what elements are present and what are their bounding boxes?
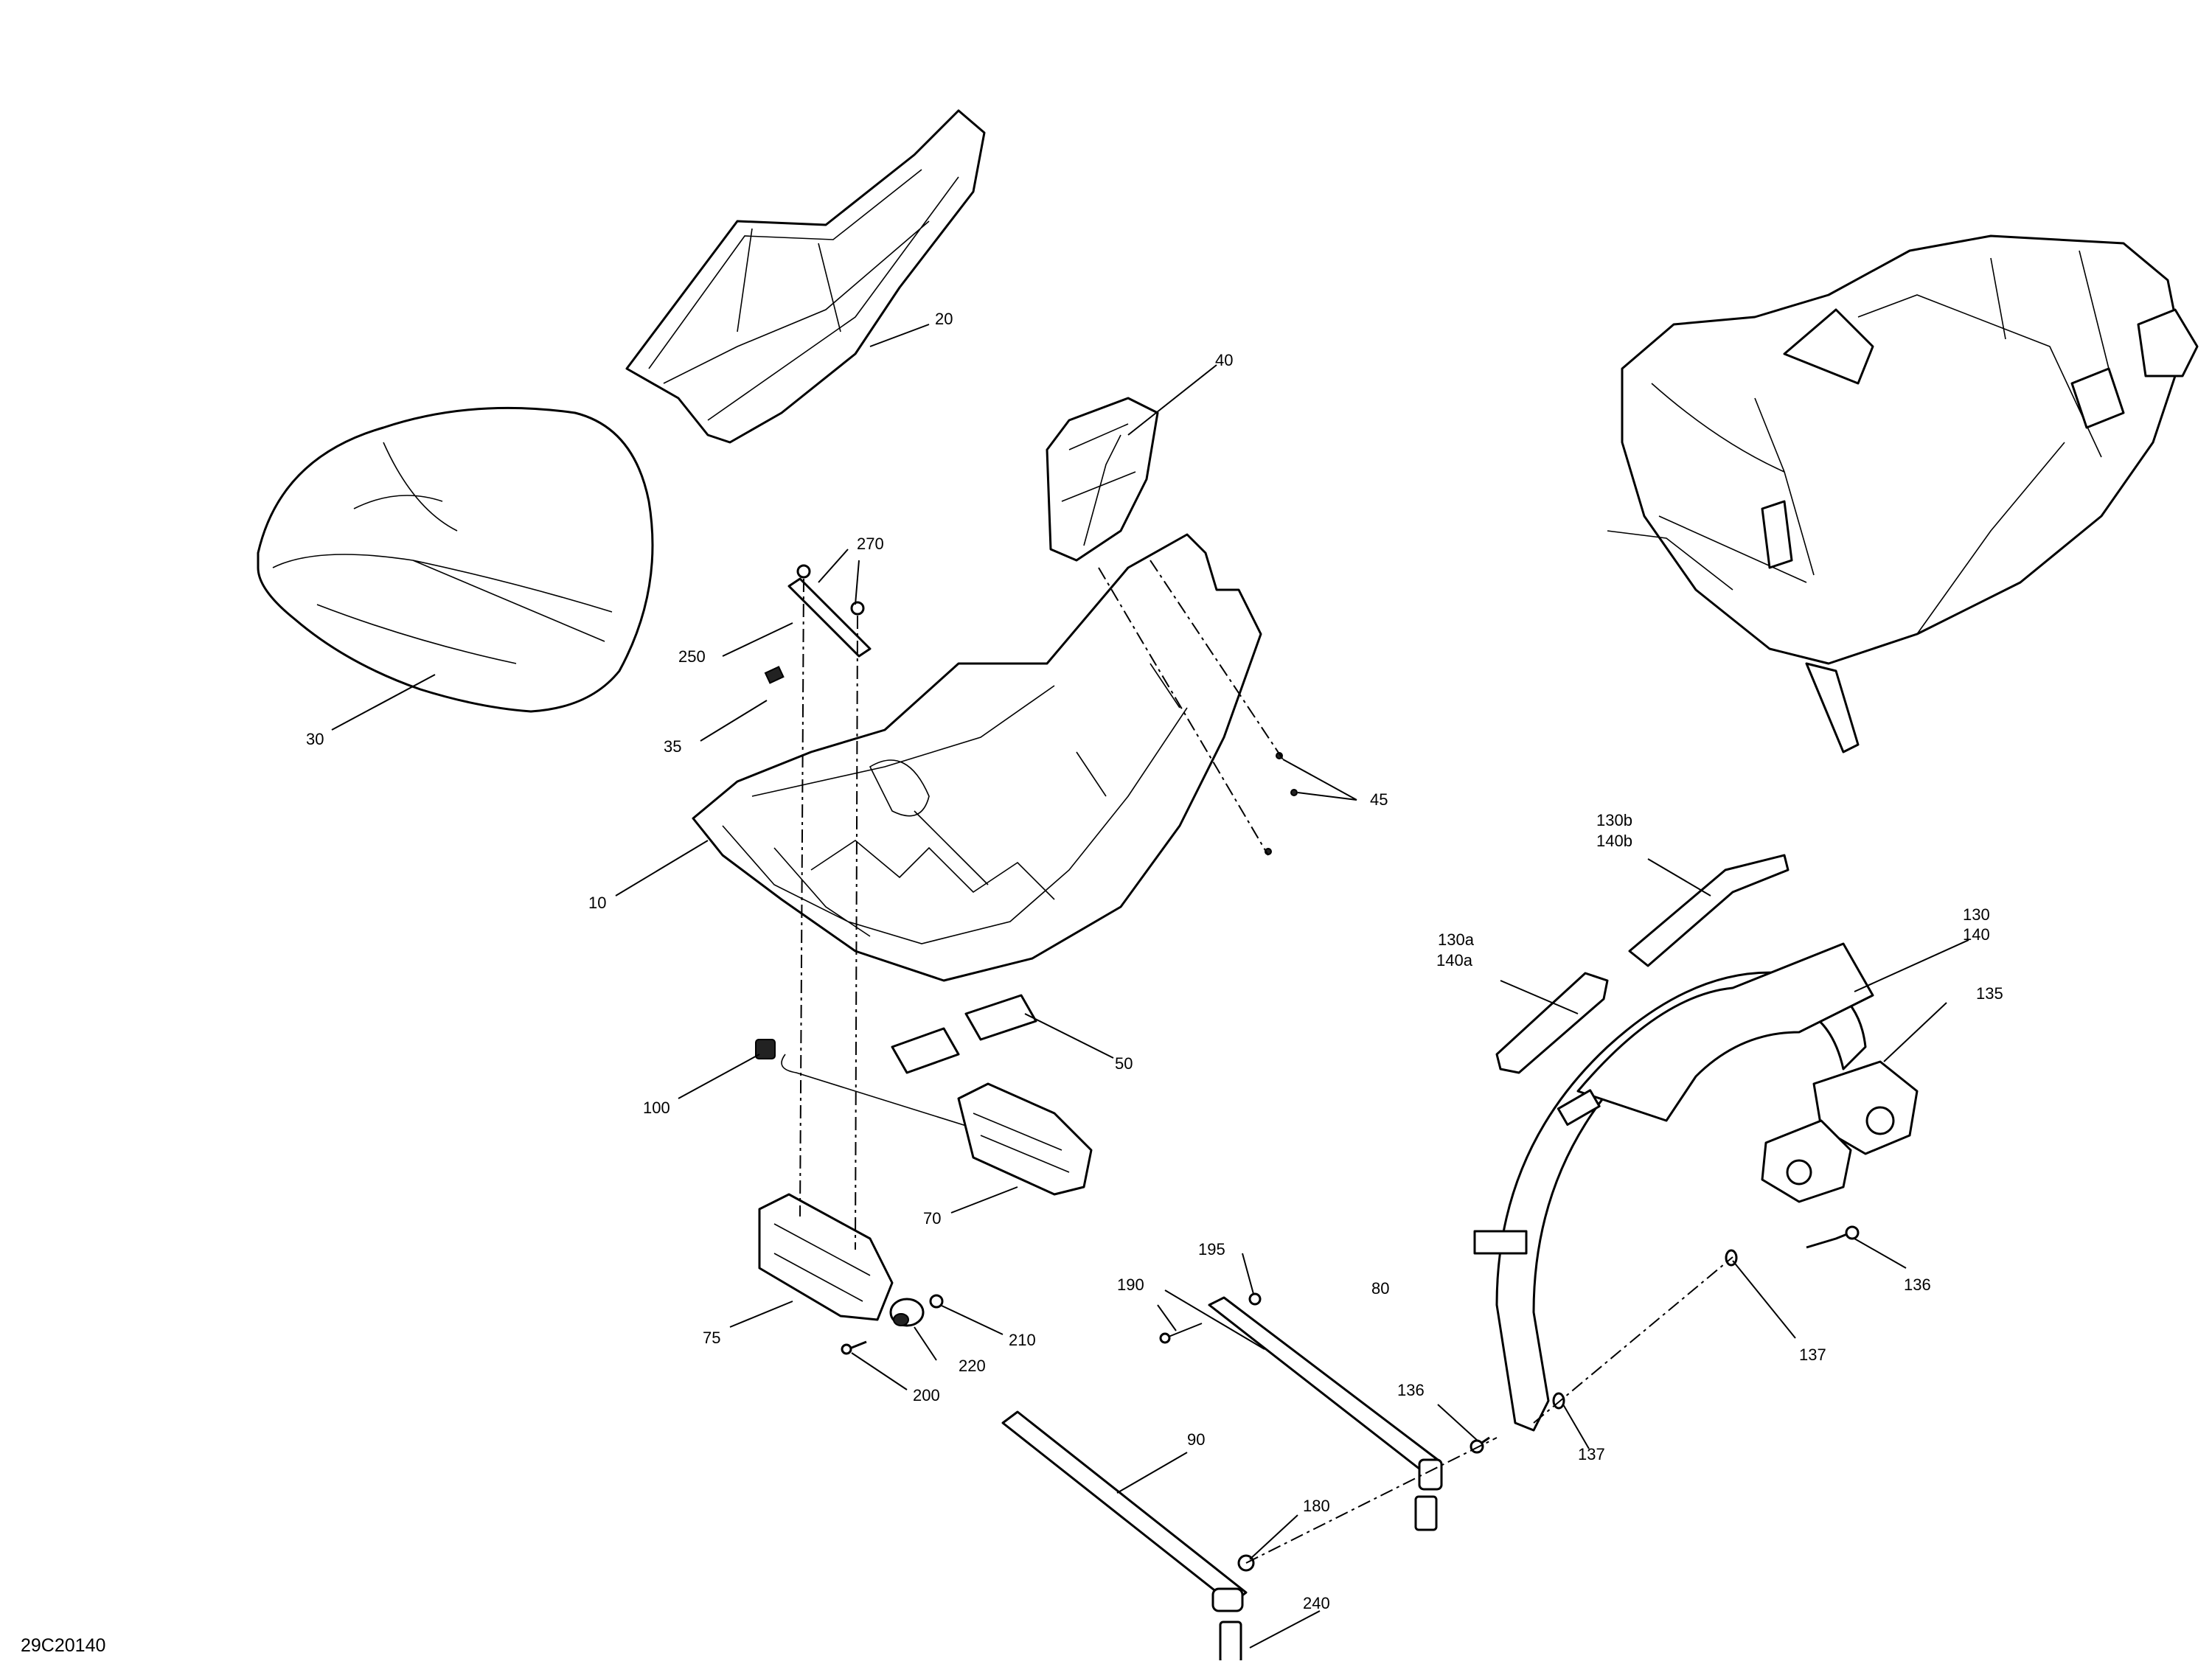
part-10-seat-frame [692, 533, 1262, 982]
part-30-seat-cushion [257, 406, 654, 713]
part-200-bolt [841, 1340, 867, 1355]
drawing-number: 29C20140 [21, 1635, 105, 1656]
callout-140a: 140a [1436, 951, 1473, 969]
leader-lines [331, 324, 1969, 1649]
callout-137-top: 137 [1799, 1346, 1826, 1364]
callout-140b: 140b [1596, 832, 1632, 850]
callout-35: 35 [664, 737, 681, 756]
callout-200: 200 [913, 1386, 940, 1404]
callout-240: 240 [1303, 1594, 1330, 1612]
callout-195: 195 [1198, 1240, 1225, 1259]
callout-30: 30 [306, 730, 324, 748]
part-130-140-seat-belt [1473, 942, 1874, 1432]
assembly-lines [799, 560, 1733, 1564]
assembled-seat-view [1607, 234, 2199, 753]
callout-136-mid: 136 [1397, 1381, 1425, 1399]
part-40-headrest [1046, 397, 1159, 562]
part-270-nuts [796, 564, 865, 616]
callout-180: 180 [1303, 1497, 1330, 1515]
callout-135: 135 [1976, 984, 2003, 1003]
part-50-labels [891, 994, 1037, 1074]
callout-140: 140 [1963, 925, 1990, 944]
part-90-crossbar [1001, 1410, 1248, 1664]
part-130b-140b-belt-cover [1628, 854, 1790, 967]
callout-220: 220 [959, 1357, 986, 1375]
part-195-nut [1248, 1292, 1262, 1306]
part-35-clip [764, 666, 785, 684]
part-75-slider-rail [758, 1193, 894, 1321]
callout-70: 70 [923, 1209, 941, 1228]
callout-130b: 130b [1596, 811, 1632, 829]
part-130a-140a-belt-cover [1495, 972, 1609, 1074]
callout-250: 250 [678, 647, 706, 666]
callout-80: 80 [1371, 1279, 1389, 1298]
callout-45: 45 [1370, 790, 1388, 809]
callout-136-top: 136 [1904, 1275, 1931, 1294]
callout-75: 75 [703, 1329, 720, 1347]
callout-130: 130 [1963, 905, 1990, 924]
callout-210: 210 [1009, 1331, 1036, 1349]
callout-190: 190 [1117, 1275, 1144, 1294]
part-250-strap-plate [787, 577, 872, 658]
callout-10: 10 [588, 894, 606, 912]
part-135-belt-retractor [1761, 1060, 1919, 1203]
part-70-slider-rail [957, 1082, 1093, 1196]
callout-50: 50 [1115, 1054, 1133, 1073]
callout-40: 40 [1215, 351, 1233, 369]
callout-20: 20 [935, 310, 953, 328]
callouts: 20 30 40 270 250 35 45 10 50 100 70 75 2… [306, 310, 2003, 1612]
part-190-bolt [1159, 1323, 1203, 1344]
part-136-bolts [1470, 1225, 1860, 1454]
part-100-latch-handle [755, 1039, 974, 1129]
part-80-crossbar [1208, 1296, 1443, 1531]
callout-270: 270 [857, 535, 884, 553]
part-220-spacer [889, 1298, 925, 1327]
part-20-backrest-cushion [625, 109, 986, 444]
callout-137-bot: 137 [1578, 1445, 1605, 1463]
part-210-nut [929, 1294, 944, 1309]
part-45-rivets [1265, 752, 1298, 855]
callout-100: 100 [643, 1099, 670, 1117]
callout-130a: 130a [1438, 930, 1475, 949]
callout-90: 90 [1187, 1430, 1205, 1449]
